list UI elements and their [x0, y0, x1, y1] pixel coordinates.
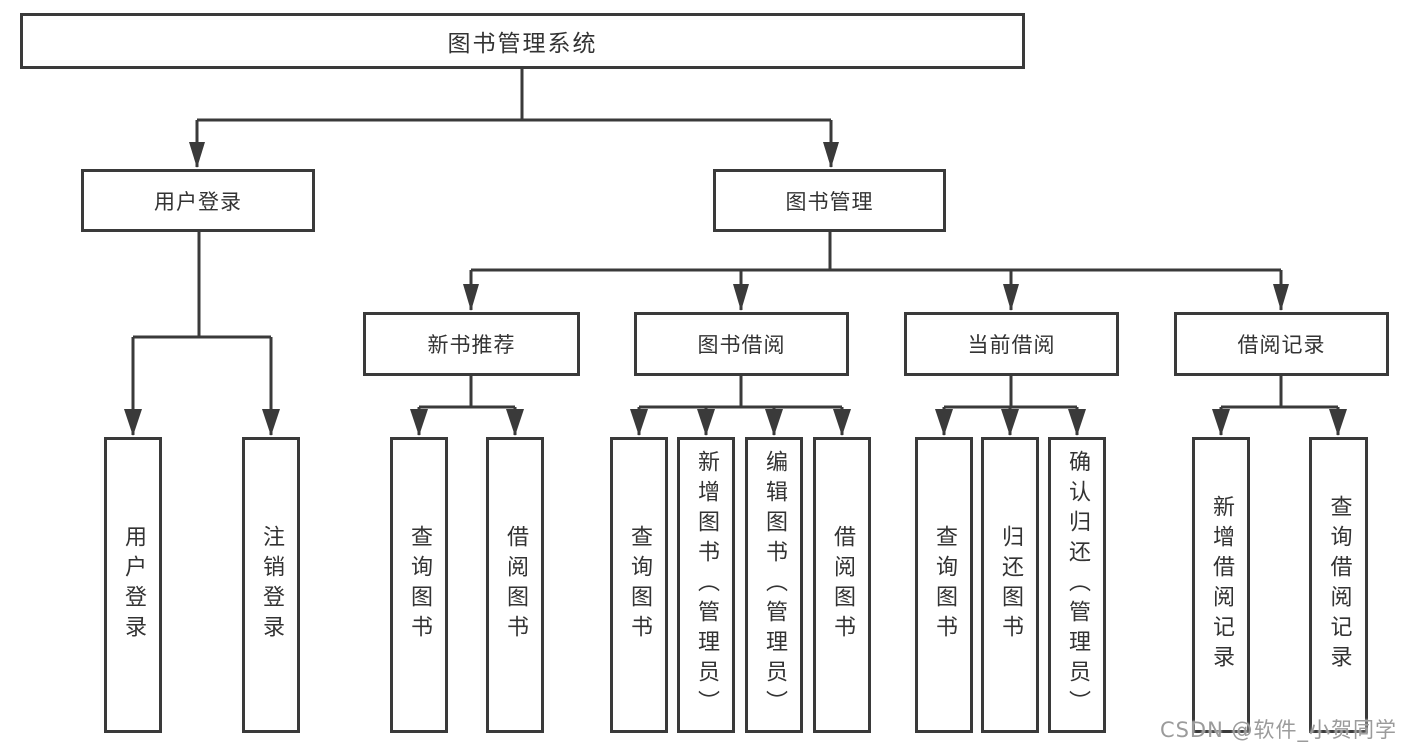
leaf-add-book-admin: 新增图书（管理员）: [677, 437, 735, 733]
leaf-add-borrow-record: 新增借阅记录: [1192, 437, 1250, 733]
node-current-borrow: 当前借阅: [904, 312, 1119, 376]
leaf-borrow-books: 借阅图书: [813, 437, 871, 733]
leaf-borrow-books-label: 借阅图书: [830, 525, 855, 645]
leaf-query-books-borrow-label: 查询图书: [627, 525, 652, 645]
node-new-book-recommend: 新书推荐: [363, 312, 580, 376]
leaf-query-books-recommend-label: 查询图书: [407, 525, 432, 645]
leaf-edit-book-admin: 编辑图书（管理员）: [745, 437, 803, 733]
leaf-user-login-label: 用户登录: [121, 525, 146, 645]
leaf-edit-book-admin-label: 编辑图书（管理员）: [762, 450, 787, 720]
leaf-borrow-books-recommend-label: 借阅图书: [503, 525, 528, 645]
leaf-query-books-recommend: 查询图书: [390, 437, 448, 733]
leaf-confirm-return-admin-label: 确认归还（管理员）: [1065, 450, 1090, 720]
leaf-user-login: 用户登录: [104, 437, 162, 733]
leaf-add-book-admin-label: 新增图书（管理员）: [694, 450, 719, 720]
node-user-login: 用户登录: [81, 169, 315, 232]
leaf-add-borrow-record-label: 新增借阅记录: [1209, 495, 1234, 675]
leaf-query-borrow-record: 查询借阅记录: [1309, 437, 1368, 733]
leaf-confirm-return-admin: 确认归还（管理员）: [1048, 437, 1106, 733]
leaf-return-book: 归还图书: [981, 437, 1039, 733]
node-book-borrow: 图书借阅: [634, 312, 849, 376]
watermark-text: CSDN @软件_小贺同学: [1159, 718, 1397, 742]
node-book-management: 图书管理: [713, 169, 946, 232]
leaf-borrow-books-recommend: 借阅图书: [486, 437, 544, 733]
leaf-query-books-current: 查询图书: [915, 437, 973, 733]
leaf-return-book-label: 归还图书: [998, 525, 1023, 645]
leaf-logout: 注销登录: [242, 437, 300, 733]
leaf-query-borrow-record-label: 查询借阅记录: [1326, 495, 1352, 675]
leaf-logout-label: 注销登录: [259, 525, 284, 645]
leaf-query-books-current-label: 查询图书: [932, 525, 957, 645]
root-node-library-system: 图书管理系统: [20, 13, 1025, 69]
leaf-query-books-borrow: 查询图书: [610, 437, 668, 733]
node-borrow-records: 借阅记录: [1174, 312, 1389, 376]
